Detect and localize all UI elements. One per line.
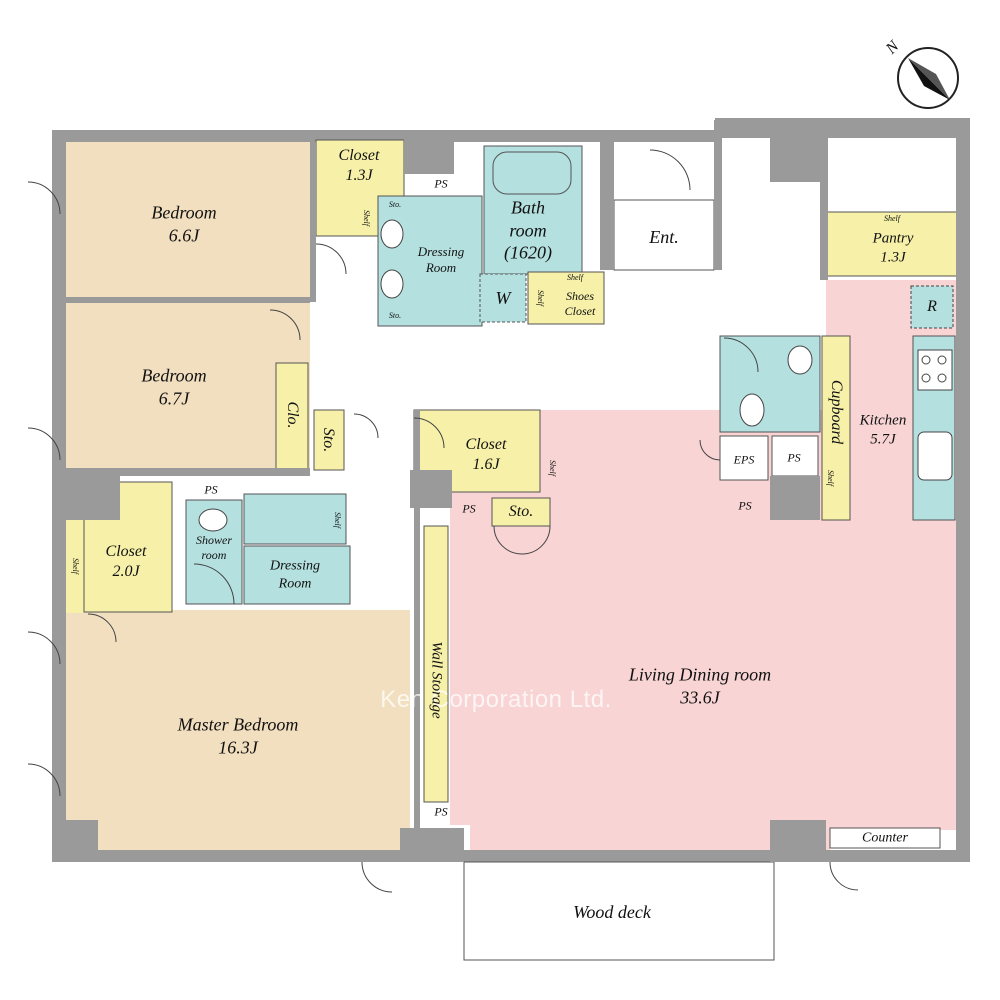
north-arrow-icon <box>897 47 959 109</box>
clo-floor <box>275 362 309 470</box>
ps-label: PS <box>204 482 218 497</box>
ps-label: PS <box>462 501 476 516</box>
fridge-label: R <box>927 298 937 315</box>
sto-mid-label: Sto. <box>508 503 534 520</box>
kitchen-sink-icon <box>917 431 953 481</box>
cupboard-label: Cupboard <box>828 379 845 445</box>
clo-label: Clo. <box>284 401 301 429</box>
sto-small-bottom-label: Sto. <box>388 311 402 320</box>
wood-deck-label: Wood deck <box>573 901 651 922</box>
master-closet-shelf-label: Shelf <box>71 558 80 574</box>
wood-deck <box>463 861 775 961</box>
wall-storage-label: Wall Storage <box>428 641 445 719</box>
sink-icon <box>380 219 404 249</box>
washer-label: W <box>495 287 511 308</box>
door-swings <box>27 149 859 893</box>
dressing-room-top-floor <box>377 195 483 327</box>
sink-icon <box>380 269 404 299</box>
counter-label: Counter <box>862 830 908 846</box>
pantry-shelf-label: Shelf <box>884 214 900 223</box>
interior-walls <box>52 120 970 862</box>
washer-space <box>479 273 527 323</box>
entrance-label: Ent. <box>649 226 679 247</box>
shoes-shelf-label: Shelf <box>567 273 583 282</box>
sink-icon <box>198 508 228 532</box>
ps-label: PS <box>787 450 801 465</box>
fixtures <box>198 219 813 532</box>
fridge-space <box>910 285 954 329</box>
toilet-icon <box>739 393 765 427</box>
room-floors <box>66 138 959 961</box>
master-bedroom-floor <box>66 610 410 850</box>
cupboard-shelf-label: Shelf <box>826 470 835 486</box>
sto-mid-floor <box>491 497 551 527</box>
watermark: Ken Corporation Ltd. <box>380 686 612 713</box>
sto-small-top-label: Sto. <box>388 200 402 209</box>
shoes-closet-floor <box>527 271 605 325</box>
eps-label: EPS <box>733 452 755 467</box>
dressing-shelf-label: Shelf <box>333 512 342 528</box>
wall-storage-floor <box>423 525 449 803</box>
sto-left-floor <box>313 409 345 471</box>
bedroom-2-floor <box>66 303 310 468</box>
dressing-room-master-floor <box>243 545 351 605</box>
cupboard-floor <box>821 335 851 521</box>
sink-icon <box>787 345 813 375</box>
bathtub-icon <box>492 151 572 195</box>
bedroom-1-floor <box>66 142 310 297</box>
stove-icon <box>917 349 953 391</box>
sto-left-label: Sto. <box>320 427 337 453</box>
ps-label: PS <box>434 176 448 191</box>
ps-label: PS <box>434 804 448 819</box>
counter-strip <box>829 827 941 849</box>
entrance-floor <box>613 199 715 271</box>
ps-label: PS <box>738 498 752 513</box>
closet-shelf-label: Shelf <box>362 210 371 226</box>
washer-shelf-label: Shelf <box>536 290 545 306</box>
closet-mid-shelf-label: Shelf <box>548 460 557 476</box>
pantry-floor <box>825 211 959 277</box>
eps-box <box>719 435 769 481</box>
